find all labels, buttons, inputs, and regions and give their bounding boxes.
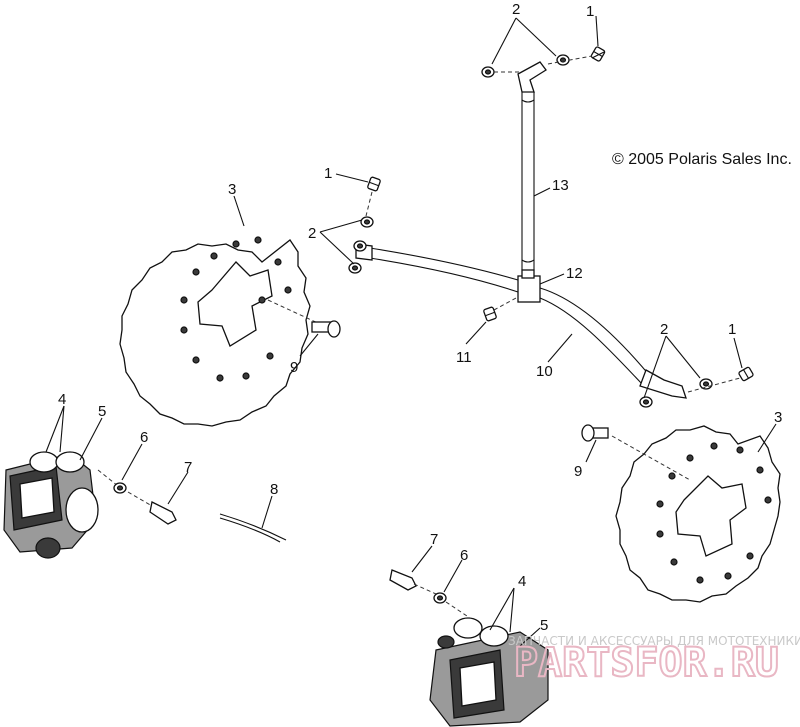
brake-caliper-right	[429, 617, 549, 727]
clip-8	[219, 513, 287, 543]
callout-7-right: 7	[430, 531, 438, 548]
callout-13: 13	[552, 177, 569, 194]
callout-1-right: 1	[728, 321, 736, 338]
callout-1-left: 1	[324, 165, 332, 182]
callout-12: 12	[566, 265, 583, 282]
watermark: ЗАПЧАСТИ И АКСЕССУАРЫ ДЛЯ МОТОТЕХНИКИ PA…	[508, 634, 800, 687]
leader-lines	[45, 15, 777, 647]
callout-4-right: 4	[518, 573, 526, 590]
callout-3-right: 3	[774, 409, 782, 426]
brake-caliper-left	[3, 451, 119, 559]
rotor-bolt-right	[581, 424, 609, 442]
brake-rotor-left	[119, 236, 321, 427]
pin-7-left	[127, 491, 177, 525]
callout-4-left: 4	[58, 391, 66, 408]
callout-2-top: 2	[512, 1, 520, 18]
right-fitting	[639, 369, 687, 399]
callout-6-left: 6	[140, 429, 148, 446]
callout-6-right: 6	[460, 547, 468, 564]
callout-labels: 1 2 13 1 2 3 9 12 11 10 2 1 4 5 6 7 8 3 …	[58, 1, 782, 634]
hardware	[348, 45, 755, 408]
callout-3-left: 3	[228, 181, 236, 198]
watermark-logo: PARTSFOR.RU	[514, 640, 779, 686]
brake-line-assembly	[355, 61, 687, 399]
callout-11: 11	[456, 349, 472, 366]
copyright-text: © 2005 Polaris Sales Inc.	[612, 151, 792, 168]
callout-7-left: 7	[184, 459, 192, 476]
callout-1-top: 1	[586, 3, 594, 20]
callout-9-right: 9	[574, 463, 582, 480]
washer-6-left	[113, 482, 127, 494]
top-fitting	[517, 61, 547, 93]
callout-9-left: 9	[290, 359, 298, 376]
callout-10: 10	[536, 363, 553, 380]
rotor-bolt-left	[311, 320, 341, 338]
junction-block	[517, 275, 541, 303]
pin-7-right	[389, 569, 437, 595]
watermark-tagline: ЗАПЧАСТИ И АКСЕССУАРЫ ДЛЯ МОТОТЕХНИКИ	[508, 634, 800, 648]
callout-5-left: 5	[98, 403, 106, 420]
callout-2-right: 2	[660, 321, 668, 338]
callout-5-right: 5	[540, 617, 548, 634]
brake-rotor-right	[611, 425, 781, 603]
washer-6-right	[433, 592, 447, 604]
callout-8: 8	[270, 481, 278, 498]
callout-2-left: 2	[308, 225, 316, 242]
